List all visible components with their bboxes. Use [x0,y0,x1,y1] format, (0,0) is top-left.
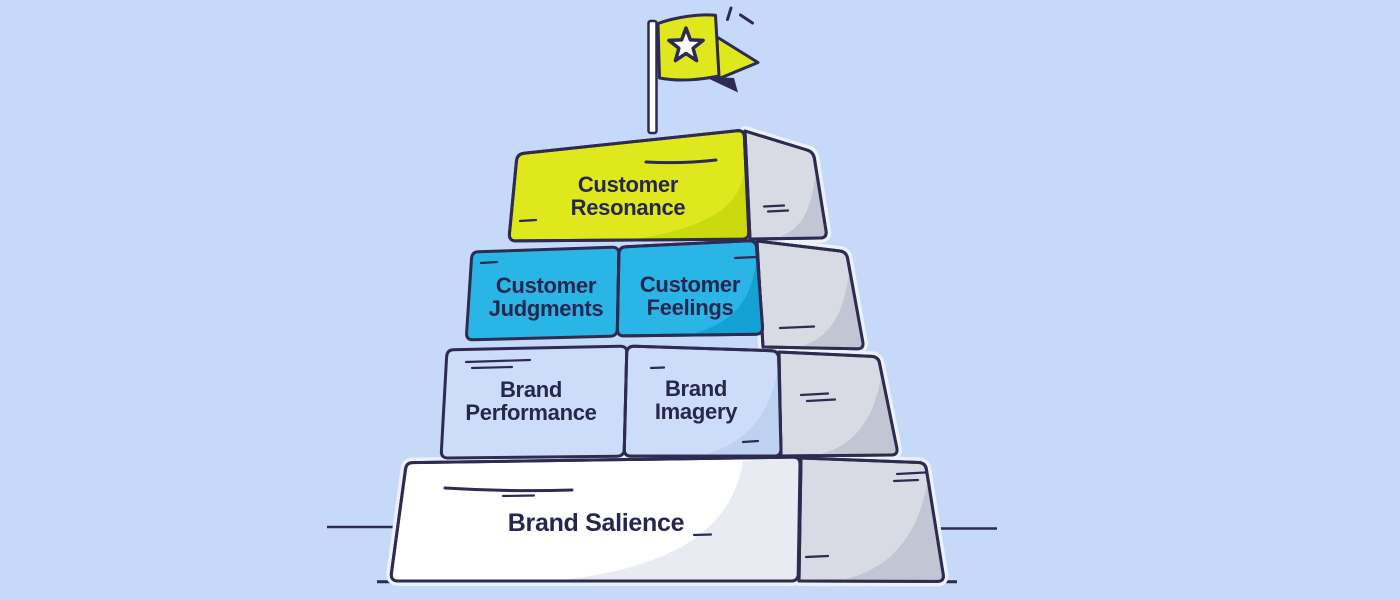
scratch-mark [805,398,837,403]
scratch-mark [895,471,927,476]
sparkle-icon [726,6,733,21]
scratch-mark [692,533,713,537]
scratch-mark [892,478,920,483]
level3-right-label-line1: Brand [665,376,727,401]
level3-front-shading [700,365,781,456]
level2-left-label-line2: Judgments [489,296,604,321]
scratch-mark [778,325,816,330]
pyramid-level-1: Customer Resonance [507,129,828,243]
level2-side-shading [795,264,863,349]
level3-right-label-line2: Imagery [655,399,738,424]
level4-label: Brand Salience [508,509,685,537]
sparkle-icon [739,13,754,25]
pyramid-level-4: Brand Salience [389,455,945,583]
scratch-mark [479,260,499,265]
pyramid-level-3: Brand Performance Brand Imagery [439,344,899,460]
scratch-mark [766,209,790,213]
level3-side-shading [815,370,897,456]
pyramid-level-2: Customer Judgments Customer Feelings [465,239,865,351]
flag-fold [704,76,738,93]
level2-front-shading [688,254,763,335]
level1-label-line2: Resonance [571,195,686,220]
level2-left-label-line1: Customer [496,273,597,298]
scratch-mark [443,486,574,493]
scratch-mark [470,365,514,370]
scratch-mark [644,158,718,165]
level4-side-shading [838,478,944,581]
scratch-mark [518,218,538,223]
scratch-mark [501,494,536,498]
star-icon [667,26,705,63]
level1-side-shading [775,166,827,239]
level3-left-label-line2: Performance [465,400,596,425]
level2-right-label-line1: Customer [640,272,741,297]
level4-front-shading [552,457,800,581]
victory-flag [647,6,760,135]
scratch-mark [799,392,830,397]
flag-pole [647,19,658,135]
level1-front-shading [632,168,749,240]
scratch-mark [741,439,760,444]
level2-right-label-line2: Feelings [647,295,734,320]
scratch-mark [464,358,532,364]
scratch-mark [649,366,666,370]
level1-label-line1: Customer [578,172,679,197]
level3-left-label-line1: Brand [500,377,562,402]
scratch-mark [762,204,786,208]
scratch-mark [733,255,758,260]
scratch-mark [804,554,830,559]
